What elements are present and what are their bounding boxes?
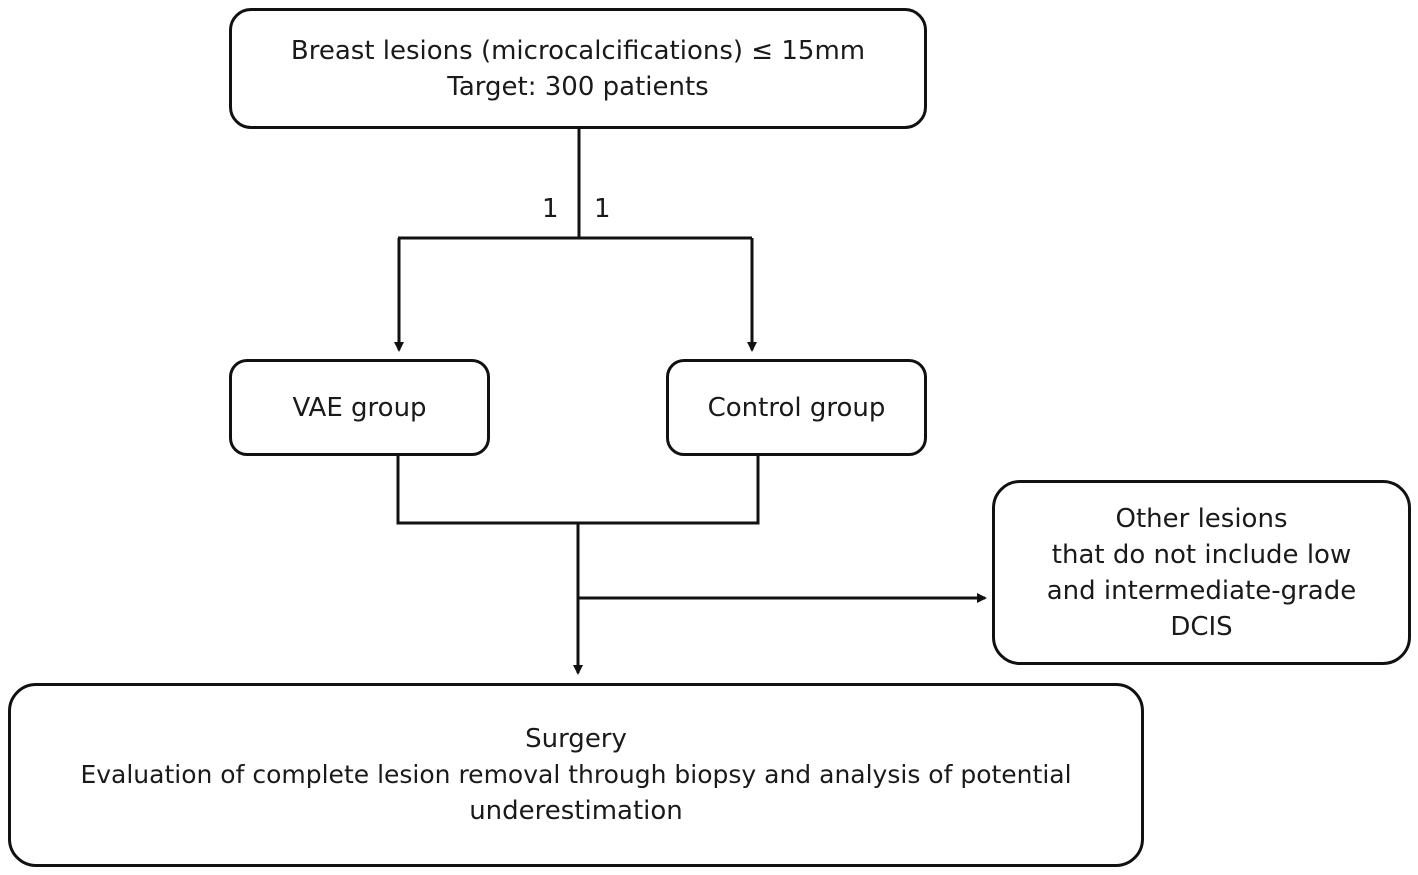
other-lesions-line4: DCIS bbox=[1170, 611, 1233, 642]
surgery-line2: Evaluation of complete lesion removal th… bbox=[80, 760, 1072, 789]
control-group-label: Control group bbox=[707, 392, 886, 423]
other-lesions-line2: that do not include low bbox=[1051, 539, 1352, 570]
surgery-line3: underestimation bbox=[469, 796, 683, 826]
other-lesions-line1: Other lesions bbox=[1115, 503, 1288, 534]
right-ratio: 1 bbox=[594, 194, 611, 224]
surgery-line1: Surgery bbox=[525, 724, 627, 754]
vae-group-box: VAE group bbox=[229, 359, 490, 456]
surgery-box: Surgery Evaluation of complete lesion re… bbox=[8, 683, 1144, 867]
merge-line bbox=[396, 456, 760, 525]
other-lesions-box: Other lesions that do not include low an… bbox=[992, 480, 1411, 665]
control-group-box: Control group bbox=[666, 359, 927, 456]
vae-group-label: VAE group bbox=[292, 392, 427, 423]
top-box-line1: Breast lesions (microcalcifications) ≤ 1… bbox=[290, 35, 866, 66]
top-box: Breast lesions (microcalcifications) ≤ 1… bbox=[229, 8, 927, 129]
left-ratio: 1 bbox=[542, 194, 559, 224]
top-box-line2: Target: 300 patients bbox=[447, 71, 709, 102]
other-lesions-line3: and intermediate-grade bbox=[1046, 575, 1357, 606]
